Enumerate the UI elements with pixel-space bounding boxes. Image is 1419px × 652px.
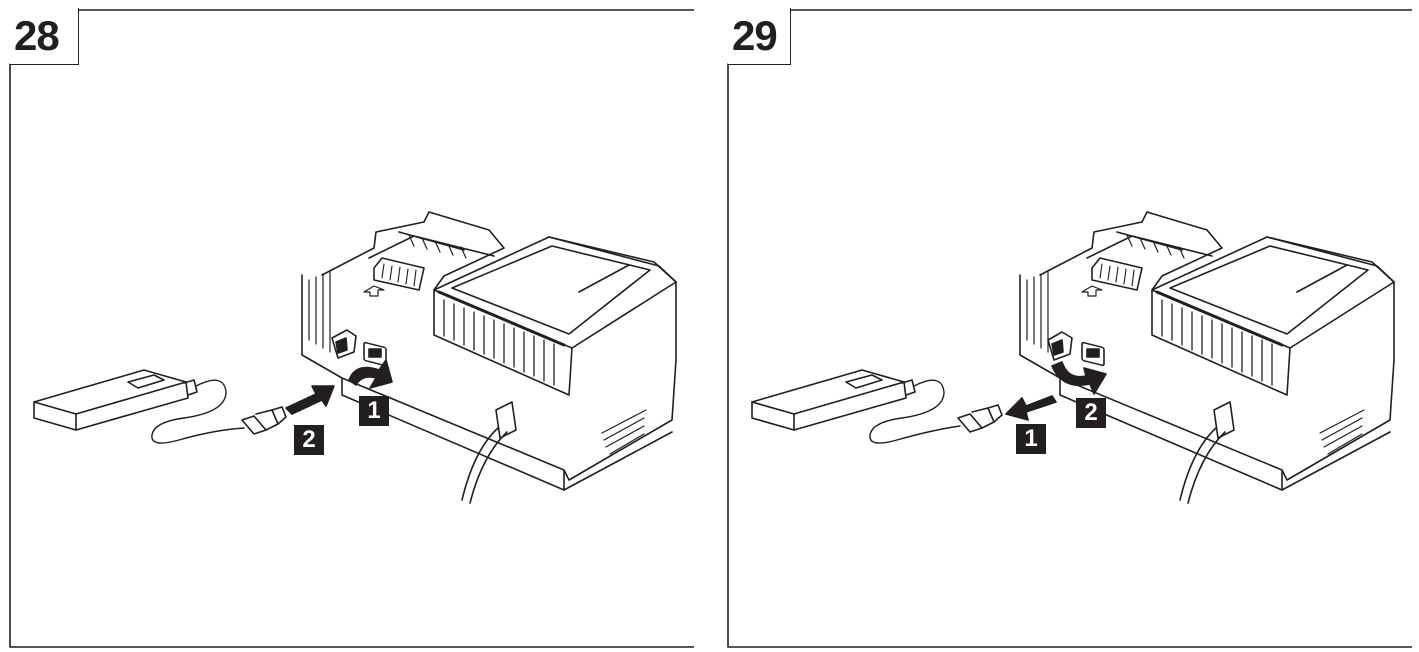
step-1-label: 1 bbox=[359, 396, 389, 426]
usb-port bbox=[1081, 341, 1105, 367]
step-2-label: 2 bbox=[294, 425, 324, 455]
figure-number-tab: 29 bbox=[728, 8, 791, 65]
remove-arrow-icon bbox=[1005, 395, 1057, 421]
power-bank bbox=[751, 369, 916, 431]
figure-29-panel: 29 1 2 bbox=[722, 0, 1412, 652]
figure-number: 29 bbox=[732, 12, 778, 59]
figure-28-frame bbox=[9, 9, 694, 648]
charger-unit bbox=[301, 211, 677, 491]
step-1-label: 1 bbox=[1016, 424, 1046, 454]
figure-28-illustration bbox=[9, 9, 694, 648]
figure-number-tab: 28 bbox=[10, 8, 79, 65]
figure-28-panel: 28 1 2 bbox=[4, 0, 694, 652]
figure-29-illustration bbox=[727, 9, 1412, 648]
figure-number: 28 bbox=[14, 12, 60, 59]
usb-plug bbox=[151, 379, 287, 444]
figure-29-frame bbox=[727, 9, 1412, 648]
insert-arrow-icon bbox=[285, 385, 335, 415]
rotate-arrow-icon bbox=[1051, 361, 1107, 395]
power-cord bbox=[461, 401, 517, 504]
power-bank bbox=[33, 369, 198, 431]
usb-port bbox=[363, 341, 387, 367]
usb-plug bbox=[869, 379, 1003, 444]
rotate-arrow-icon bbox=[348, 359, 393, 389]
step-2-label: 2 bbox=[1076, 398, 1106, 428]
power-cord bbox=[1179, 401, 1235, 504]
charger-unit bbox=[1019, 211, 1395, 491]
usb-cover-flap bbox=[331, 329, 357, 359]
usb-cover-flap bbox=[1047, 331, 1073, 361]
